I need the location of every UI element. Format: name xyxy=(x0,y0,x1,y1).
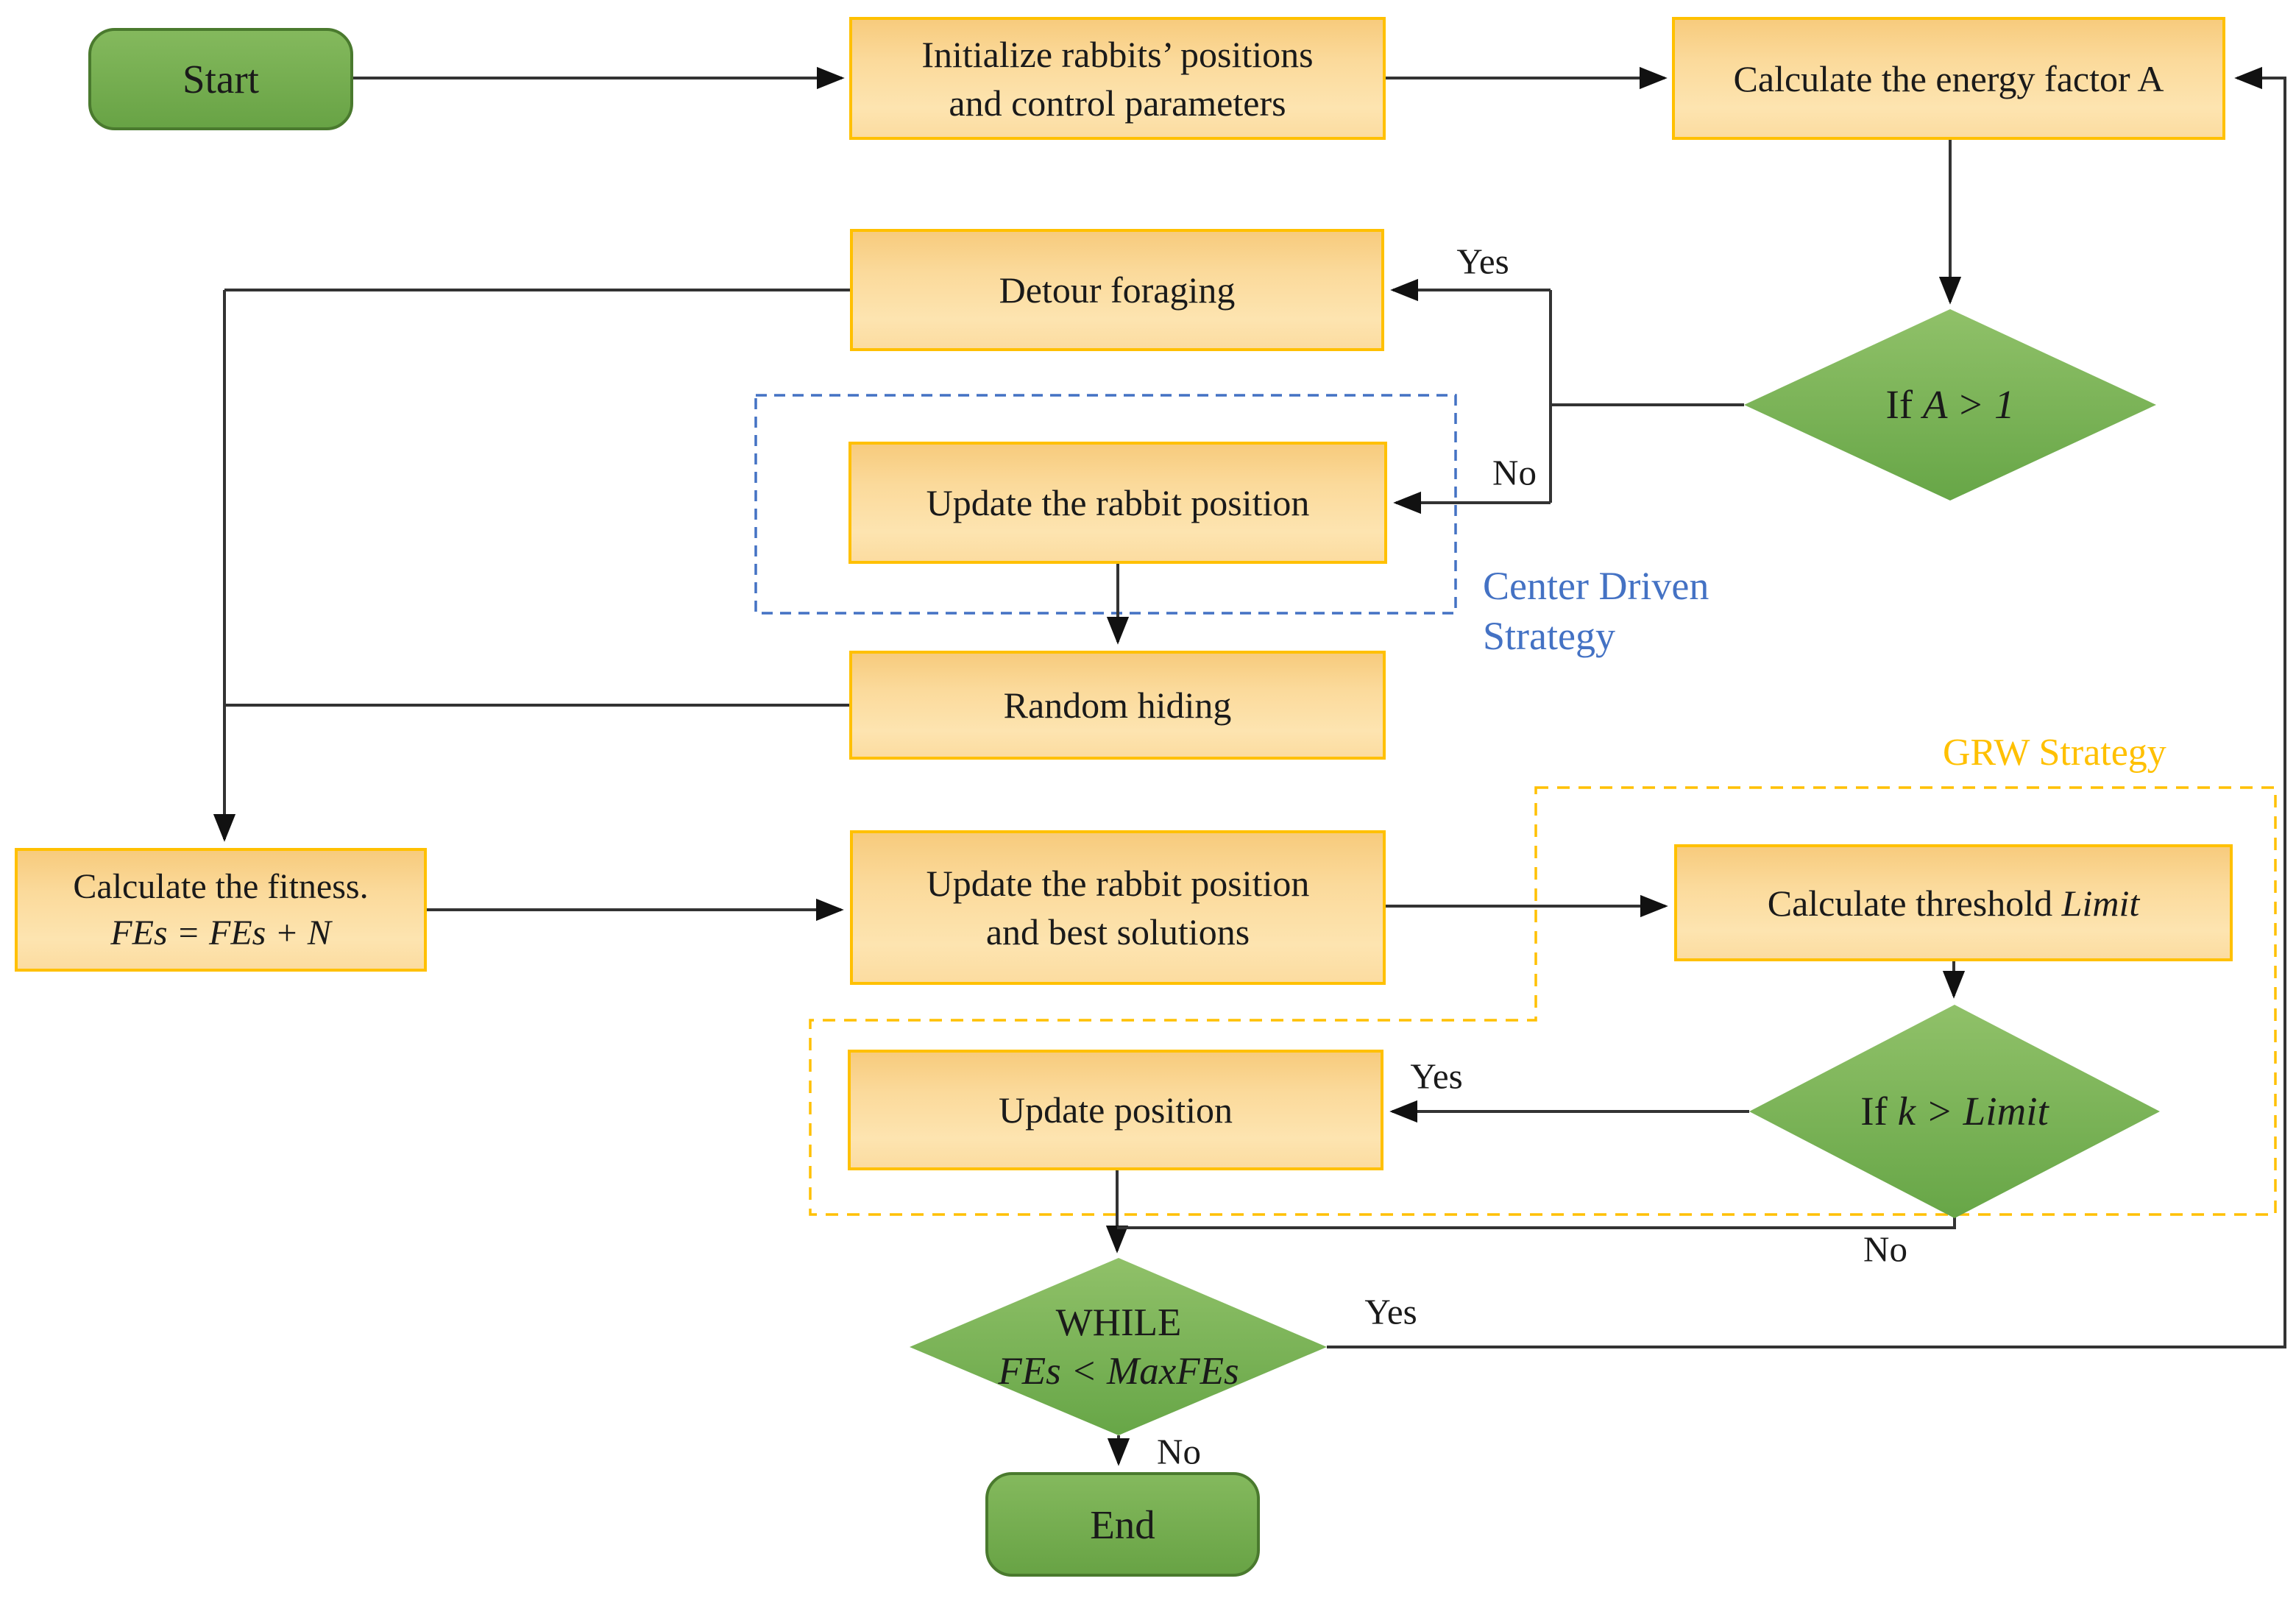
update-best-line1: Update the rabbit position xyxy=(926,863,1310,904)
detour-foraging-node: Detour foraging xyxy=(850,229,1384,351)
update-best-line2: and best solutions xyxy=(985,911,1250,952)
decision-energy-label: If A > 1 xyxy=(1885,380,2014,431)
center-driven-strategy-label: Center Driven Strategy xyxy=(1483,561,1709,661)
update-position-node: Update position xyxy=(848,1050,1383,1170)
update-rabbit-label: Update the rabbit position xyxy=(926,482,1310,523)
init-line1: Initialize rabbits’ positions xyxy=(921,33,1314,75)
edge-limit-no xyxy=(1117,1216,1956,1229)
edge-label-energy-yes: Yes xyxy=(1456,241,1509,282)
grw-strategy-region xyxy=(809,786,2277,1216)
edge-label-limit-yes: Yes xyxy=(1410,1056,1463,1097)
edge-while-yes-feedback xyxy=(1327,66,2286,1348)
fitness-line1: Calculate the fitness. xyxy=(73,866,369,906)
end-node: End xyxy=(985,1472,1260,1577)
threshold-text: Calculate threshold xyxy=(1767,882,2062,924)
decision-while-line1: WHILE xyxy=(1055,1301,1182,1344)
decision-while-diamond xyxy=(910,1258,1327,1435)
decision-limit-if: If xyxy=(1860,1088,1898,1134)
threshold-math: Limit xyxy=(2061,882,2140,924)
edge-label-while-no: No xyxy=(1157,1431,1201,1472)
center-driven-line1: Center Driven xyxy=(1483,564,1709,608)
update-position-label: Update position xyxy=(998,1089,1233,1131)
decision-while-text: WHILE FEs < MaxFEs xyxy=(935,1284,1303,1410)
init-line2: and control parameters xyxy=(949,82,1286,124)
start-label: Start xyxy=(183,57,259,102)
random-hiding-node: Random hiding xyxy=(849,651,1386,760)
detour-label: Detour foraging xyxy=(999,269,1236,311)
update-rabbit-node: Update the rabbit position xyxy=(848,442,1387,564)
decision-energy-if: If xyxy=(1885,381,1923,427)
update-best-node: Update the rabbit position and best solu… xyxy=(850,830,1386,985)
energy-label: Calculate the energy factor A xyxy=(1733,57,2164,99)
end-label: End xyxy=(1090,1502,1155,1547)
init-node: Initialize rabbits’ positions and contro… xyxy=(849,17,1386,140)
fitness-node: Calculate the fitness. FEs = FEs + N xyxy=(15,848,427,972)
center-driven-line2: Strategy xyxy=(1483,614,1615,659)
decision-limit-text: If k > Limit xyxy=(1771,1071,2139,1152)
decision-energy-diamond xyxy=(1744,309,2156,501)
fitness-line2: FEs = FEs + N xyxy=(110,913,331,952)
random-hiding-label: Random hiding xyxy=(1003,685,1232,726)
decision-energy-math: A > 1 xyxy=(1922,381,2015,427)
center-driven-strategy-region xyxy=(754,394,1457,615)
threshold-label: Calculate threshold Limit xyxy=(1768,879,2139,927)
edge-label-while-yes: Yes xyxy=(1364,1291,1417,1332)
start-node: Start xyxy=(88,28,353,130)
grw-strategy-label: GRW Strategy xyxy=(1943,732,2166,774)
decision-limit-label: If k > Limit xyxy=(1860,1086,2049,1137)
decision-while-line2: FEs < MaxFEs xyxy=(998,1350,1239,1393)
decision-limit-math: k > Limit xyxy=(1897,1088,2049,1134)
decision-energy-text: If A > 1 xyxy=(1803,364,2097,445)
energy-node: Calculate the energy factor A xyxy=(1672,17,2225,140)
edge-label-limit-no: No xyxy=(1863,1228,1907,1270)
edge-label-energy-no: No xyxy=(1492,452,1537,493)
threshold-node: Calculate threshold Limit xyxy=(1674,844,2233,961)
decision-limit-diamond xyxy=(1749,1005,2160,1218)
